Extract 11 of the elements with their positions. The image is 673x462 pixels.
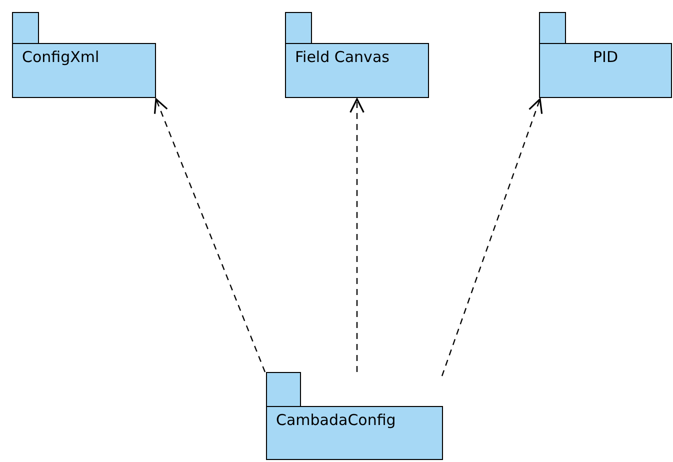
dependency-arrow [154,98,266,372]
package-name: ConfigXml [22,48,100,66]
package-box [539,12,672,98]
package-box [266,372,443,460]
dependency-arrow [350,98,364,372]
package-box [285,12,429,98]
package-name: PID [592,48,620,66]
package-name: CambadaConfig [276,411,396,429]
package-box [12,12,156,98]
package-name: Field Canvas [295,48,390,66]
dependency-arrow [441,98,543,376]
